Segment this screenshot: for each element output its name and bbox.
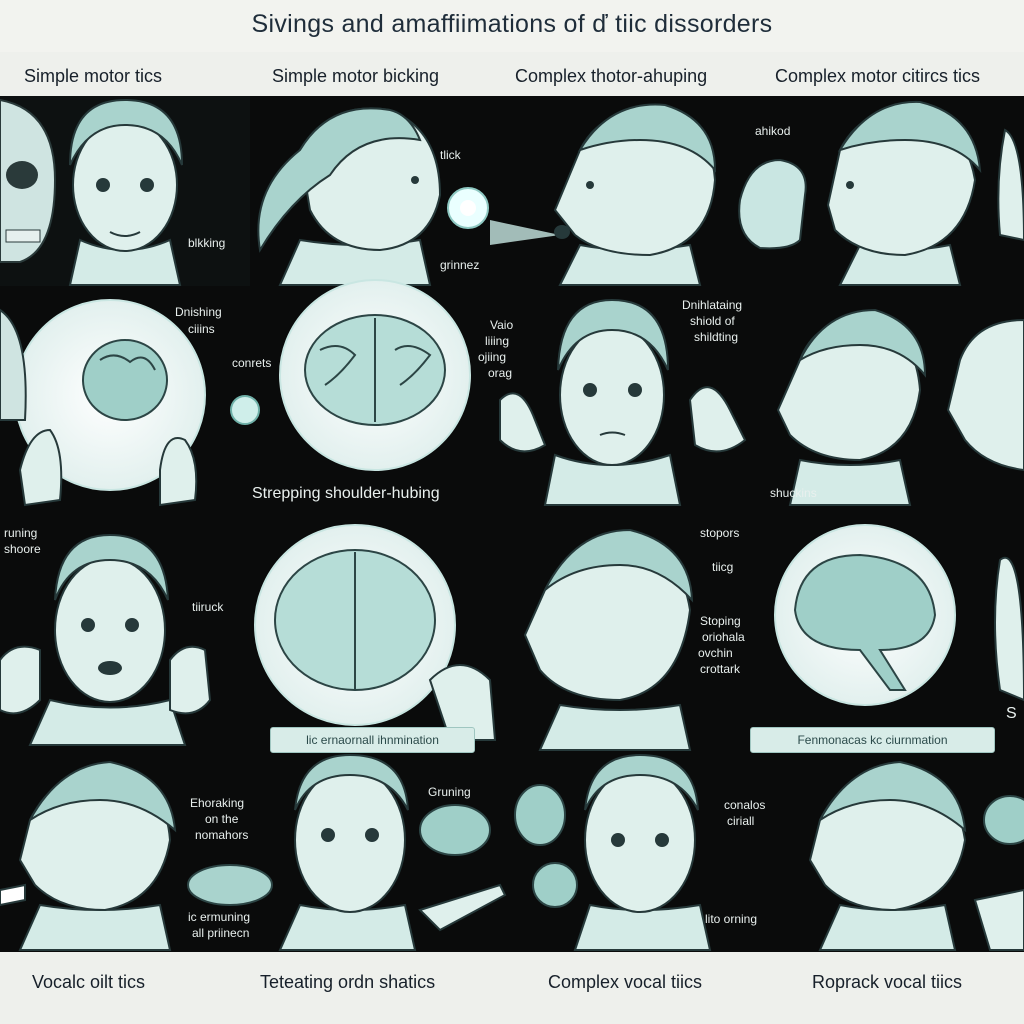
annotation-label: conalos <box>724 798 766 812</box>
face-icon <box>523 528 694 751</box>
annotation-label: shiold of <box>690 314 735 328</box>
annotation-label: orag <box>488 366 513 380</box>
annotation-label: tiicg <box>712 560 734 574</box>
annotation-label: all priinecn <box>192 926 250 940</box>
brain-icon <box>304 314 446 426</box>
annotation-label: lito orning <box>705 912 758 926</box>
header-band <box>0 52 1024 96</box>
row2-panels <box>0 279 1024 507</box>
face-icon <box>68 98 183 286</box>
annotation-label: liiing <box>485 334 510 348</box>
annotation-label: ojiing <box>478 350 507 364</box>
annotation-label: shoore <box>4 542 41 556</box>
annotation-label: ovchin <box>698 646 733 660</box>
annotation-label: ic ermuning <box>188 910 251 924</box>
title-bar <box>0 0 1024 52</box>
brain-icon <box>274 549 436 691</box>
annotation-label: ciriall <box>727 814 755 828</box>
face-icon <box>18 760 177 951</box>
face-icon <box>808 760 967 951</box>
annotation-label: conrets <box>232 356 272 370</box>
annotation-label: tlick <box>440 148 461 162</box>
annotation-label: on the <box>205 812 239 826</box>
brain-icon <box>82 339 168 421</box>
face-icon <box>826 100 982 286</box>
annotation-label: Dnihlataing <box>682 298 743 312</box>
annotation-label: tiiruck <box>192 600 224 614</box>
column-header: Simple motor bicking <box>272 66 440 86</box>
footer-label: Complex vocal tiics <box>548 972 703 992</box>
caption-bar: lic ernaornall ihnmination <box>270 727 475 753</box>
page-title: Sivings and amaffiimations of ď tiic dis… <box>251 10 773 38</box>
annotation-label: runing <box>4 526 38 540</box>
annotation-label: blkking <box>188 236 226 250</box>
row4-panels <box>0 753 1024 951</box>
face-icon <box>573 753 712 951</box>
column-header: Complex thotor-ahuping <box>515 66 708 86</box>
skull-icon <box>0 98 57 263</box>
column-header: Simple motor tics <box>24 66 163 86</box>
annotation-label: Strepping shoulder-hubing <box>252 485 440 502</box>
annotation-label: crottark <box>700 662 741 676</box>
face-icon <box>28 533 187 746</box>
annotation-label: Dnishing <box>175 305 222 319</box>
row1-panels <box>0 96 1024 286</box>
caption-bar: Fenmonacas kc ciurnmation <box>750 727 995 753</box>
sound-burst-icon <box>447 187 560 245</box>
annotation-label: S <box>1006 705 1017 722</box>
annotation-label: Stoping <box>700 614 741 628</box>
hand-icon <box>738 158 807 250</box>
footer-label: Teteating ordn shatics <box>260 972 436 992</box>
row3-panels <box>0 524 1024 751</box>
annotation-label: Ehoraking <box>190 796 245 810</box>
annotation-label: nomahors <box>195 828 249 842</box>
face-icon <box>543 298 682 506</box>
annotation-label: Gruning <box>428 785 471 799</box>
footer-label: Roprack vocal tiics <box>812 972 963 992</box>
annotation-label: stopors <box>700 526 740 540</box>
face-icon <box>257 107 442 286</box>
face-icon <box>553 103 717 286</box>
annotation-label: shuckins <box>770 486 817 500</box>
footer-label: Vocalc oilt tics <box>32 972 146 992</box>
annotation-label: grinnez <box>440 258 480 272</box>
annotation-label: ciiins <box>188 322 215 336</box>
annotation-label: oriohala <box>702 630 745 644</box>
annotation-label: Vaio <box>490 318 514 332</box>
face-icon <box>278 753 417 951</box>
footer-band <box>0 952 1024 1024</box>
brain-icon <box>793 553 937 691</box>
column-header: Complex motor citircs tics <box>775 66 981 86</box>
face-icon <box>776 308 927 506</box>
annotation-label: shildting <box>694 330 739 344</box>
annotation-label: ahikod <box>755 124 791 138</box>
